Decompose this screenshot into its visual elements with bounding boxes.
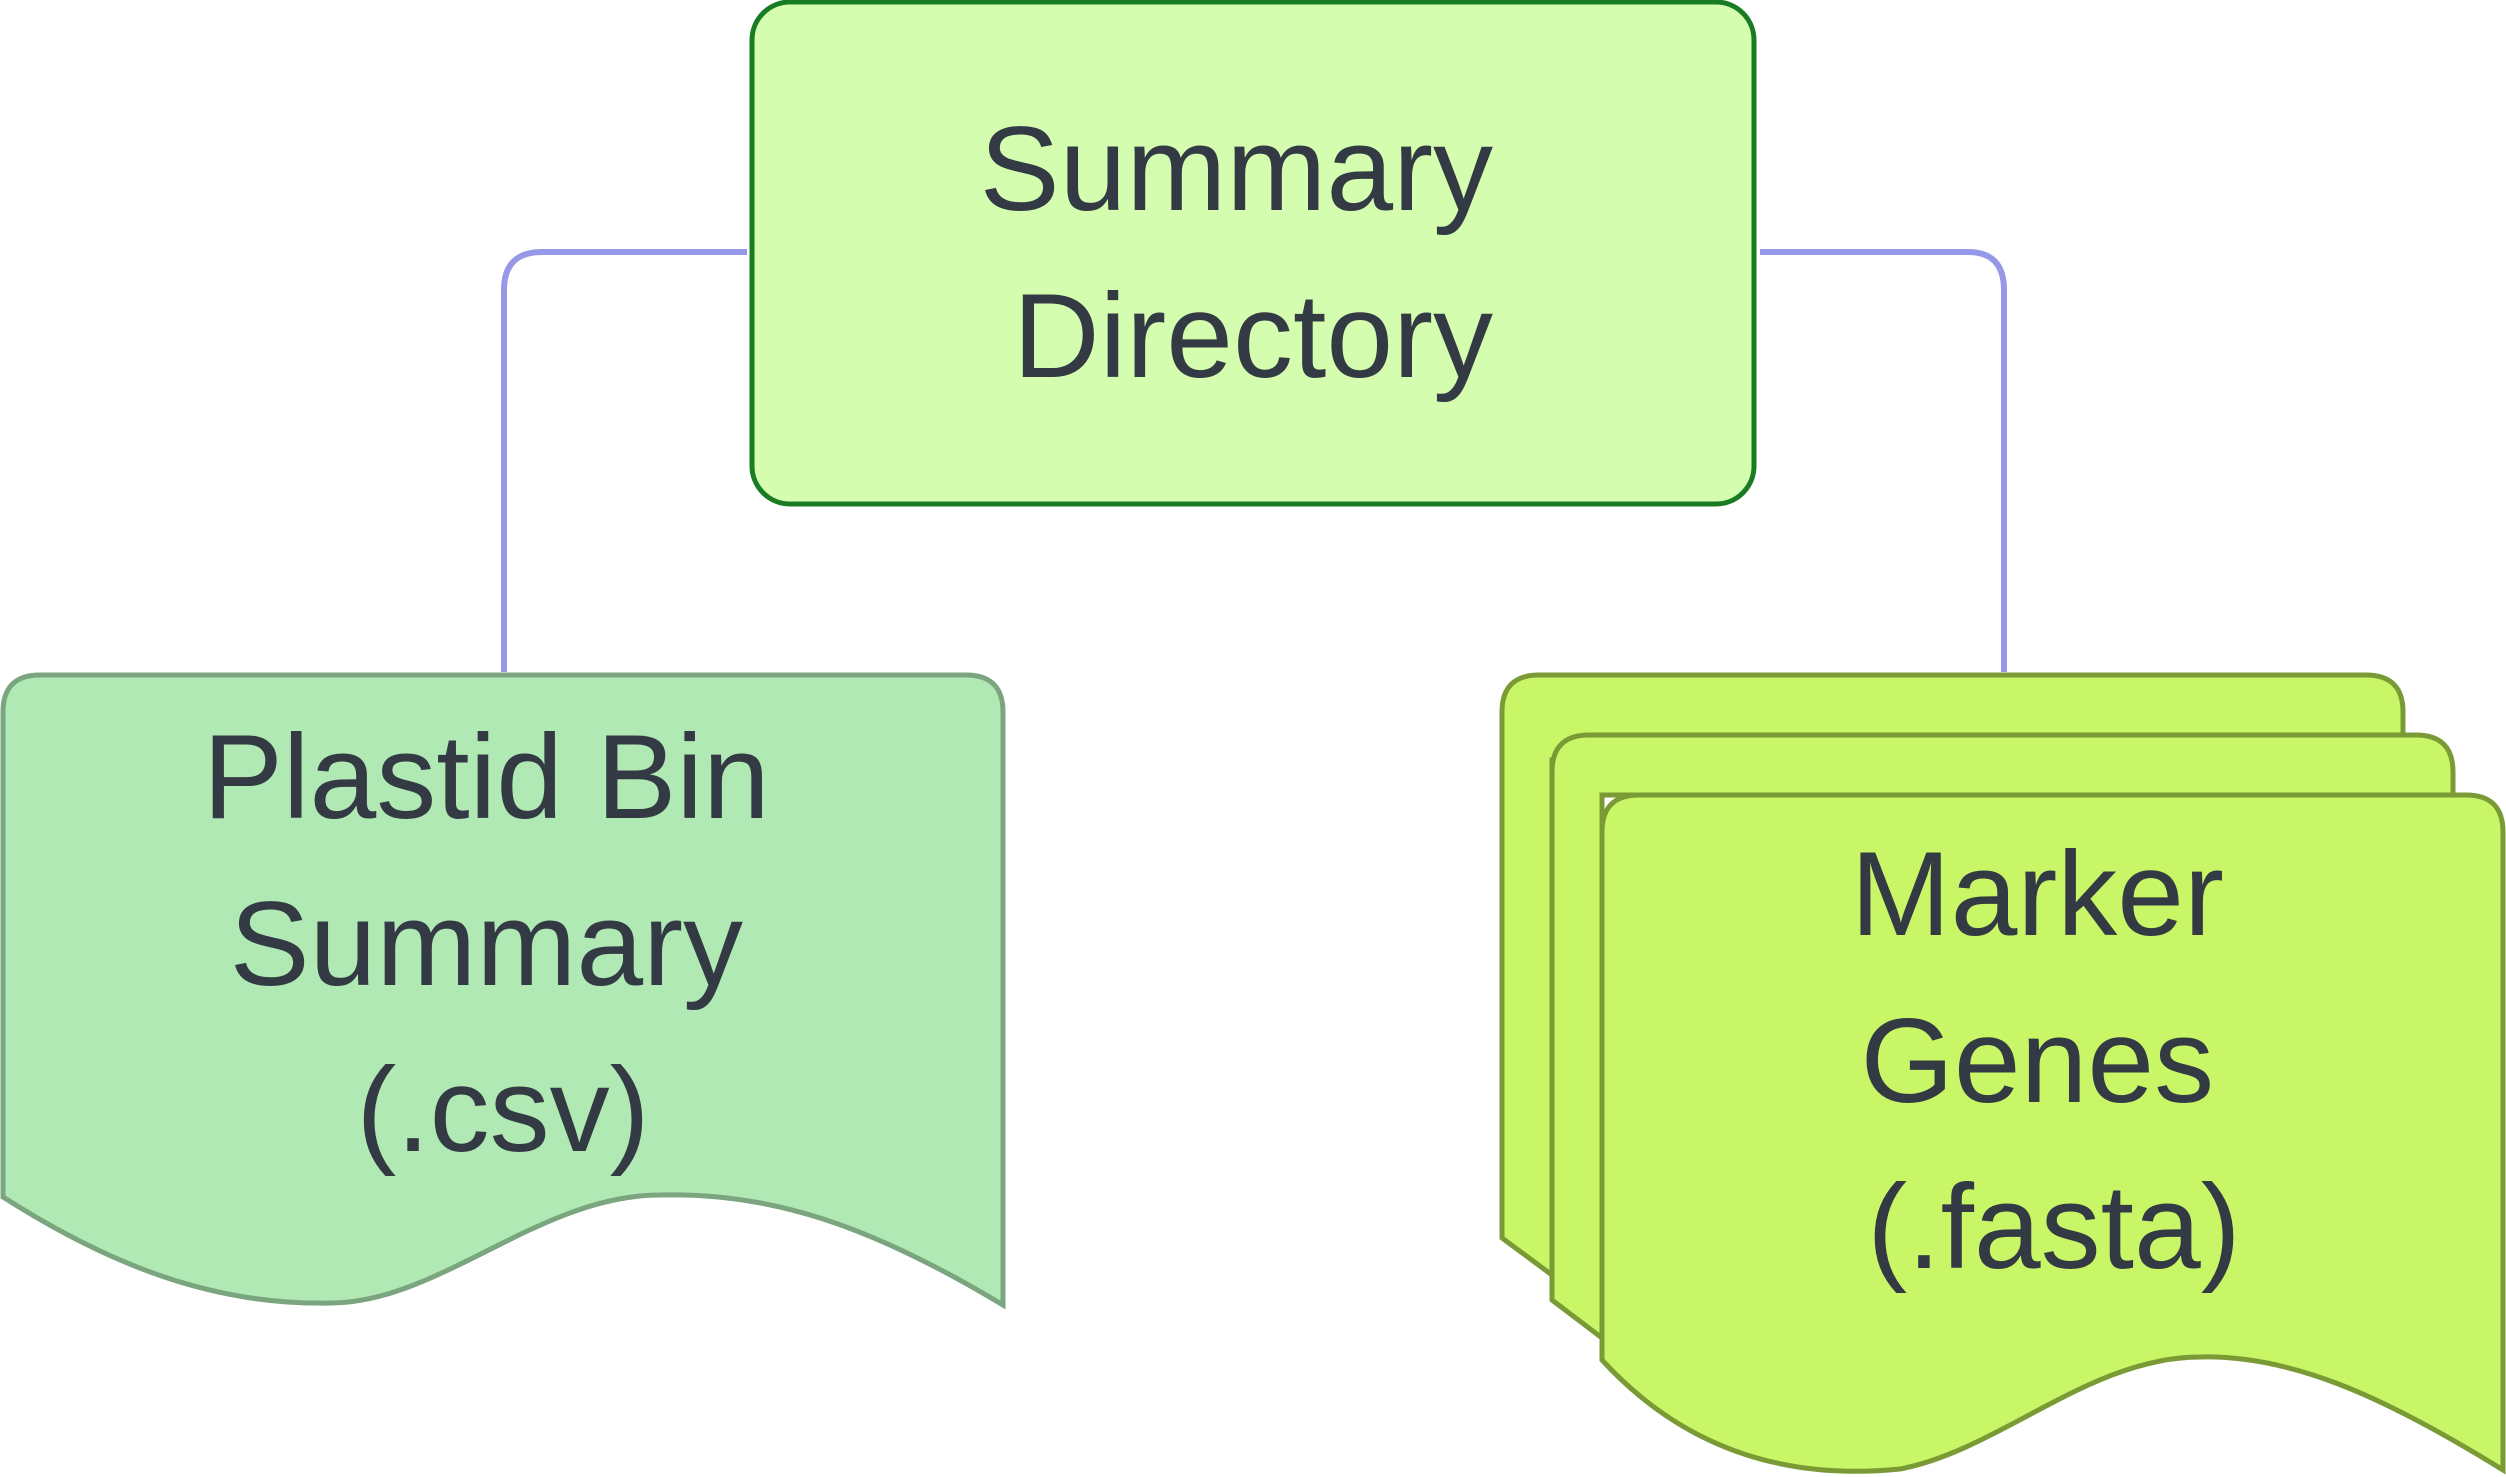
marker-genes-label-line-3: (.fasta) bbox=[1867, 1160, 2240, 1294]
svg-text:Marker Genes (.fas: Marker Genes (.fasta) bbox=[1851, 827, 2258, 1294]
svg-text:Plastid Bin Summary: Plastid Bin Summary (.csv) bbox=[203, 710, 803, 1177]
plastid-bin-summary-node[interactable]: Plastid Bin Summary (.csv) bbox=[0, 672, 1006, 1310]
plastid-bin-summary-label-line-3: (.csv) bbox=[356, 1043, 649, 1177]
marker-genes-label-line-1: Marker bbox=[1851, 827, 2224, 961]
connector-to-marker-genes bbox=[1760, 249, 2007, 672]
summary-directory-label-line-2: Directory bbox=[1013, 269, 1493, 403]
summary-directory-node[interactable]: Summary Directory bbox=[749, 0, 1757, 507]
marker-genes-document-front bbox=[1599, 792, 2506, 1475]
connector-to-plastid-bin-summary bbox=[501, 249, 747, 672]
plastid-bin-summary-label-line-2: Summary bbox=[230, 877, 743, 1011]
marker-genes-document-middle bbox=[1549, 732, 2456, 1344]
plastid-bin-summary-label-line-1: Plastid Bin bbox=[203, 710, 770, 844]
plastid-bin-summary-document bbox=[0, 672, 1006, 1310]
svg-text:Summary Directory: Summary Directory bbox=[980, 102, 1527, 403]
marker-genes-label-line-2: Genes bbox=[1861, 994, 2215, 1128]
summary-directory-box bbox=[749, 0, 1757, 507]
summary-directory-label-line-1: Summary bbox=[980, 102, 1493, 236]
marker-genes-node[interactable]: Marker Genes (.fasta) bbox=[1499, 672, 2506, 1475]
